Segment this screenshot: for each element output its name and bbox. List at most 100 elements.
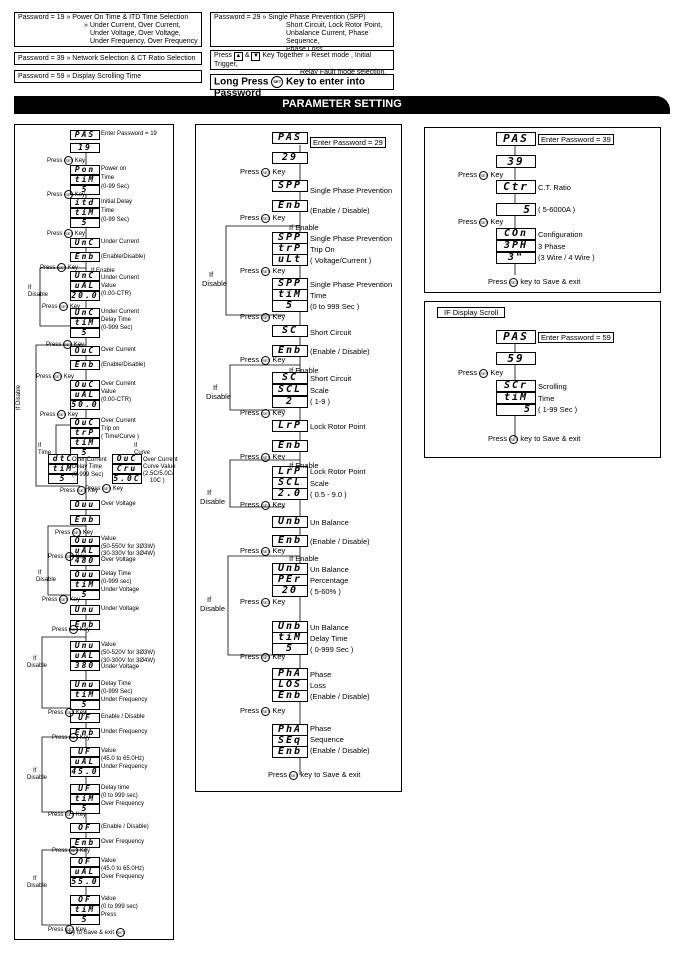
flow-label: Value bbox=[101, 748, 116, 754]
set-key-icon: SET bbox=[69, 846, 79, 855]
display-segment: 19 bbox=[70, 143, 100, 153]
flow-label: Under Current bbox=[101, 239, 140, 245]
set-key-icon: SET bbox=[261, 546, 271, 556]
display-segment: PAS bbox=[272, 132, 308, 144]
disable-label: Disable bbox=[206, 392, 232, 401]
display-segment: Pon bbox=[70, 165, 100, 175]
set-key-icon: SET bbox=[261, 452, 271, 462]
display-con: COn bbox=[496, 228, 536, 240]
flow-label: Un Balance bbox=[310, 623, 349, 632]
flow-label: Scale bbox=[310, 386, 329, 395]
column-password-59 bbox=[424, 301, 661, 458]
display-segment: OF bbox=[70, 895, 100, 905]
flow-label: Under Frequency bbox=[101, 764, 148, 770]
flow-label: Press bbox=[101, 912, 117, 918]
display-3ph: 3PH bbox=[496, 240, 536, 252]
display-segment: 5 bbox=[48, 474, 78, 484]
flow-label: Un Balance bbox=[310, 518, 349, 527]
press-key-label: Press SET Key bbox=[40, 263, 79, 272]
flow-label: Value bbox=[101, 389, 116, 395]
flow-label: Time bbox=[101, 175, 115, 181]
display-segment: Enb bbox=[272, 440, 308, 452]
display-segment: 20.0 bbox=[70, 291, 100, 301]
press-key-label: Press SET Key bbox=[47, 190, 86, 199]
display-segment: Cru bbox=[112, 464, 142, 474]
ct-ratio-label: C.T. Ratio bbox=[538, 183, 571, 192]
display-segment: 5 bbox=[70, 804, 100, 814]
flow-label: If Enable bbox=[289, 223, 319, 232]
flow-label: Phase bbox=[310, 724, 332, 733]
if-label: If bbox=[213, 383, 218, 392]
set-key-icon: SET bbox=[65, 708, 75, 717]
display-segment: Enb bbox=[272, 200, 308, 212]
reset-mode-info: Press ▲ & ▼ Key Together » Reset mode , … bbox=[210, 50, 394, 76]
press-key-label: Press SET Key bbox=[240, 355, 286, 365]
display-segment: 29 bbox=[272, 152, 308, 164]
info-line: Short Circuit, Lock Rotor Point, bbox=[286, 22, 383, 29]
display-segment: Enb bbox=[70, 252, 100, 262]
press-key-label: Press SET Key bbox=[48, 810, 87, 819]
set-key-icon: SET bbox=[69, 625, 79, 634]
flow-label: Un Balance bbox=[310, 565, 349, 574]
config-label: (3 Wire / 4 Wire ) bbox=[538, 253, 595, 262]
disable-label: Disable bbox=[202, 279, 228, 288]
display-pas: PAS bbox=[496, 132, 536, 146]
flow-label: (45.0 to 65.0Hz) bbox=[101, 866, 145, 872]
flow-label: Trip on bbox=[101, 426, 120, 432]
flow-label: Over Frequency bbox=[101, 801, 145, 807]
display-segment: UF bbox=[70, 784, 100, 794]
flow-label: Value bbox=[101, 283, 116, 289]
flow-label: Phase bbox=[310, 670, 332, 679]
display-segment: 5 bbox=[70, 590, 100, 600]
display-segment: UF bbox=[70, 747, 100, 757]
display-segment: SC bbox=[272, 372, 308, 384]
scroll-label: ( 1-99 Sec ) bbox=[538, 405, 578, 414]
flow-label: Curve bbox=[134, 450, 151, 456]
column-password-39 bbox=[424, 127, 661, 293]
info-line: Password = 39 » Network Selection & CT R… bbox=[18, 55, 196, 62]
flow-label: Over Frequency bbox=[101, 874, 145, 880]
set-key-icon: SET bbox=[57, 263, 67, 272]
info-line: Password = 19 » Power On Time & ITD Time… bbox=[18, 14, 189, 21]
set-key-icon: SET bbox=[64, 190, 74, 199]
flow-label: (0 to 999 sec) bbox=[101, 793, 138, 799]
password-label: Enter Password = 39 bbox=[538, 134, 614, 145]
set-key-icon: SET bbox=[53, 372, 63, 381]
flow-label: Disable bbox=[28, 292, 49, 298]
display-segment: 2 bbox=[272, 396, 308, 408]
flow-label: 10C ) bbox=[150, 478, 165, 484]
flow-label: (0-999 Sec) bbox=[101, 325, 133, 331]
display-segment: 20 bbox=[272, 585, 308, 597]
press-key-label: Press SET Key bbox=[240, 266, 286, 276]
flow-label: Power on bbox=[101, 166, 127, 172]
flow-label: If bbox=[134, 443, 138, 449]
flow-label: Enable / Disable bbox=[101, 714, 145, 720]
disable-label: Disable bbox=[200, 604, 226, 613]
display-segment: Enb bbox=[70, 360, 100, 370]
flow-label: If bbox=[28, 285, 32, 291]
display-segment: Ouu bbox=[70, 536, 100, 546]
flow-label: ( Time/Curve ) bbox=[101, 434, 140, 440]
set-key-icon: SET bbox=[261, 500, 271, 510]
flow-label: (0-99 Sec) bbox=[101, 184, 130, 190]
press-key-label: Press SET key to Save & exit bbox=[268, 770, 361, 780]
flow-label: Time bbox=[38, 450, 52, 456]
press-key-label: Press SET Key bbox=[240, 167, 286, 177]
config-label: Configuration bbox=[538, 230, 583, 239]
flow-label: Delay Time bbox=[310, 634, 348, 643]
flow-label: If Enable bbox=[289, 366, 319, 375]
flow-label: (Enable/Disable) bbox=[101, 254, 146, 260]
set-key-icon: SET bbox=[479, 217, 489, 227]
flow-label: Under Frequency bbox=[101, 729, 148, 735]
set-key-icon: SET bbox=[72, 528, 82, 537]
disable-label: Disable bbox=[27, 883, 48, 889]
press-key-label: Press SET Key bbox=[240, 546, 286, 556]
flow-label: Over Frequency bbox=[101, 839, 145, 845]
flow-label: Value bbox=[101, 536, 116, 542]
press-key-label: Press SET Key bbox=[48, 708, 87, 717]
press-key-label: Press SET Key bbox=[55, 528, 94, 537]
press-key-label: Press SET Key bbox=[240, 652, 286, 662]
flow-label: Time bbox=[310, 291, 327, 300]
display-ctr: Ctr bbox=[496, 180, 536, 194]
display-segment: uAL bbox=[70, 651, 100, 661]
